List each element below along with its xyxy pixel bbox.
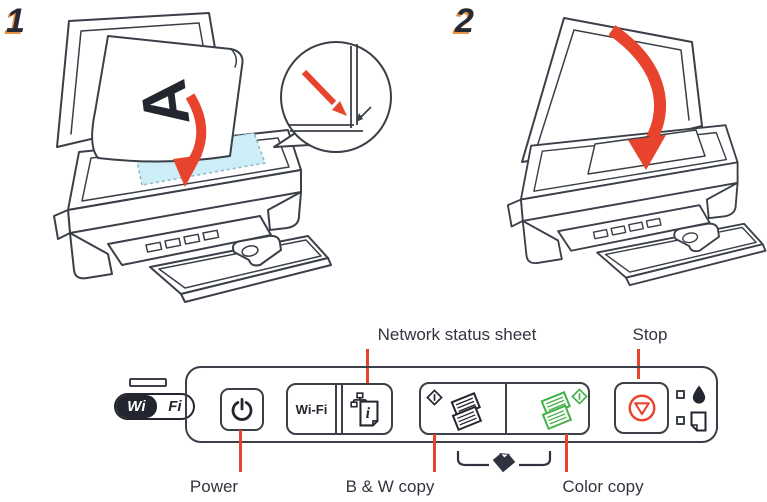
copy-sheets-icon-green xyxy=(540,390,573,431)
label-color-copy: Color copy xyxy=(562,477,644,496)
step-number-2: 2 xyxy=(455,2,474,40)
start-diamond-icon-green xyxy=(571,388,588,405)
label-network-status-sheet: Network status sheet xyxy=(377,325,537,344)
paper-icon xyxy=(690,411,707,432)
wifi-button: Wi-Fi xyxy=(295,401,328,417)
network-status-sheet-button: i xyxy=(339,385,391,433)
step-number-1: 1 xyxy=(6,2,25,40)
stop-button xyxy=(614,382,669,434)
place-document-arrow xyxy=(173,93,207,187)
original-document: A xyxy=(91,35,244,163)
power-icon xyxy=(231,397,253,421)
color-copy-button xyxy=(507,384,588,433)
button-divider xyxy=(505,384,507,433)
wifi-logo-wi: Wi xyxy=(116,395,157,418)
copy-bracket xyxy=(456,451,552,473)
button-divider xyxy=(335,385,343,433)
label-power: Power xyxy=(189,477,239,496)
printer-illustration-step2 xyxy=(506,17,767,287)
leader-color-copy xyxy=(565,434,568,472)
paper-led xyxy=(676,416,685,425)
bw-copy-button xyxy=(421,384,505,433)
corner-arrow-icon xyxy=(301,69,347,116)
ink-led xyxy=(676,390,685,399)
copy-button-group xyxy=(419,382,590,435)
close-lid-arrow xyxy=(608,25,666,170)
wifi-logo: Wi Fi xyxy=(114,393,195,420)
control-panel: Wi-Fi i xyxy=(185,366,718,443)
leader-bw-copy xyxy=(433,434,436,472)
corner-mark-icon xyxy=(356,113,363,122)
printer-illustration-step1: A xyxy=(53,12,392,303)
ink-droplet-icon xyxy=(692,385,706,404)
leader-stop xyxy=(637,349,640,379)
network-status-sheet-icon: i xyxy=(350,392,379,427)
wifi-network-button-group: Wi-Fi i xyxy=(286,383,393,435)
svg-text:i: i xyxy=(366,405,371,422)
copy-document-icon xyxy=(492,452,516,473)
wifi-logo-fi: Fi xyxy=(168,398,182,415)
corner-callout xyxy=(273,41,392,153)
wifi-status-led xyxy=(129,378,167,387)
leader-power xyxy=(239,430,242,472)
copy-sheets-icon xyxy=(450,391,483,432)
start-diamond-icon xyxy=(426,389,443,406)
label-stop: Stop xyxy=(632,325,668,344)
label-bw-copy: B & W copy xyxy=(345,477,435,496)
power-button xyxy=(220,388,264,431)
stop-icon xyxy=(628,394,655,422)
